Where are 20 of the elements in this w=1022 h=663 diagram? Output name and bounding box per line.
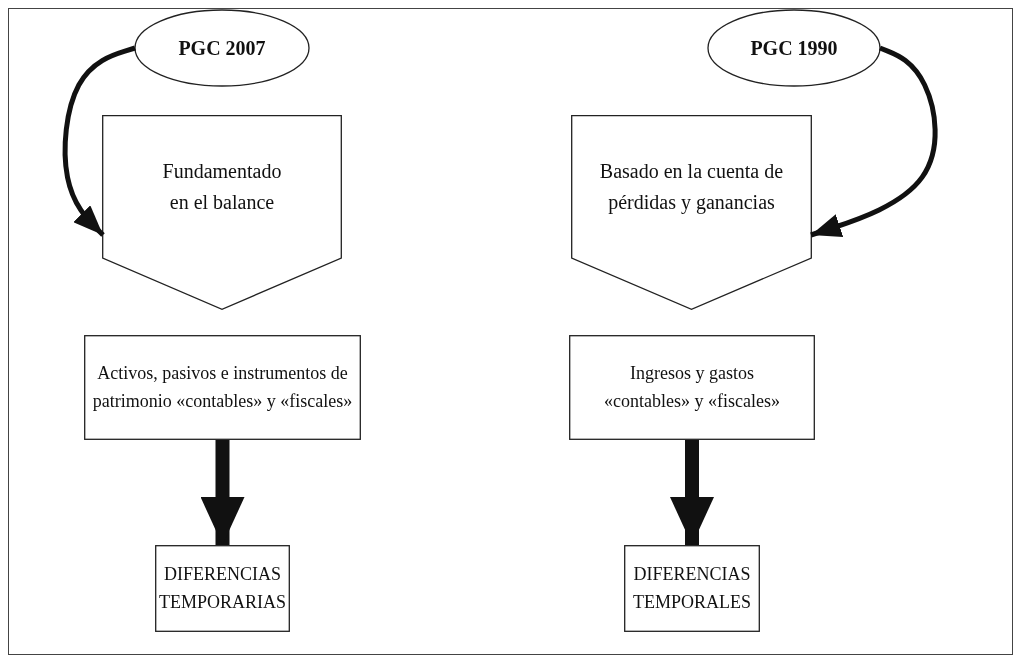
process-box xyxy=(569,335,815,440)
node-text: Ingresos y gastos «contables» y «fiscales» xyxy=(603,361,781,413)
process-box xyxy=(624,545,760,632)
node-text: DIFERENCIAS TEMPORALES xyxy=(632,562,752,614)
node-text: Activos, pasivos e instrumentos de patrimonio «contables» y «fiscales» xyxy=(91,361,354,413)
node-text: DIFERENCIAS TEMPORARIAS xyxy=(158,562,287,614)
pentagon-node xyxy=(571,115,812,310)
node-title: PGC 1990 xyxy=(750,35,838,61)
pentagon-node xyxy=(102,115,342,310)
node-text: Fundamentado en el balance xyxy=(161,158,283,215)
ellipse-node xyxy=(134,9,310,87)
arrow xyxy=(62,45,136,237)
arrow xyxy=(200,440,245,545)
process-box xyxy=(155,545,290,632)
node-text: Basado en la cuenta de pérdidas y ganancias xyxy=(598,158,785,216)
arrow xyxy=(810,45,938,238)
ellipse-node xyxy=(707,9,881,87)
process-box xyxy=(84,335,361,440)
arrow xyxy=(670,440,714,545)
node-title: PGC 2007 xyxy=(178,35,266,61)
